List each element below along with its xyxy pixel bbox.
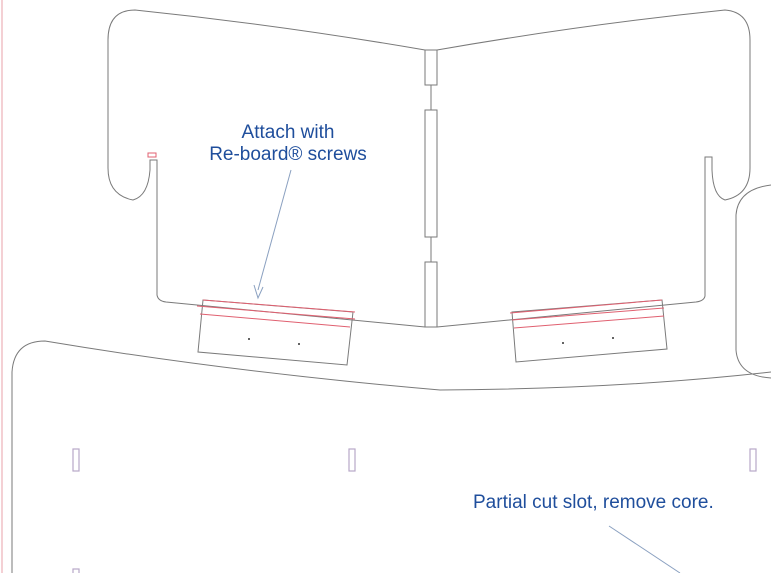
- fold-line: [202, 299, 356, 313]
- screw-hole: [612, 337, 614, 339]
- annotation-leader-line: [257, 169, 292, 291]
- screw-hole: [298, 343, 300, 345]
- hinge-slot-top: [424, 49, 438, 86]
- left-side-panel: [107, 9, 426, 328]
- fold-line: [513, 315, 665, 329]
- hinge-slot-middle: [424, 109, 438, 238]
- fold-line: [511, 307, 665, 321]
- right-edge-panel: [735, 184, 771, 379]
- attach-annotation-line1: Attach with: [241, 122, 335, 143]
- attach-annotation: Attach with Re-board® screws: [188, 122, 388, 166]
- partial-cut-slot: [72, 568, 80, 573]
- hinge-slot-bottom: [424, 261, 438, 328]
- screw-hole: [248, 338, 250, 340]
- right-side-panel: [436, 9, 751, 328]
- partial-cut-slot: [749, 448, 757, 472]
- fold-line: [196, 305, 356, 320]
- partial-cut-slot: [348, 448, 356, 472]
- fold-line: [199, 313, 351, 328]
- arrow-head-icon: [253, 284, 264, 300]
- fold-mark: [147, 152, 157, 158]
- attach-annotation-line2: Re-board® screws: [209, 144, 367, 165]
- screw-hole: [562, 342, 564, 344]
- annotation-leader-line: [608, 525, 681, 573]
- partial-cut-slot: [72, 448, 80, 472]
- fold-line: [509, 299, 663, 314]
- partial-cut-annotation: Partial cut slot, remove core.: [473, 492, 714, 513]
- bottom-panel: [11, 340, 771, 573]
